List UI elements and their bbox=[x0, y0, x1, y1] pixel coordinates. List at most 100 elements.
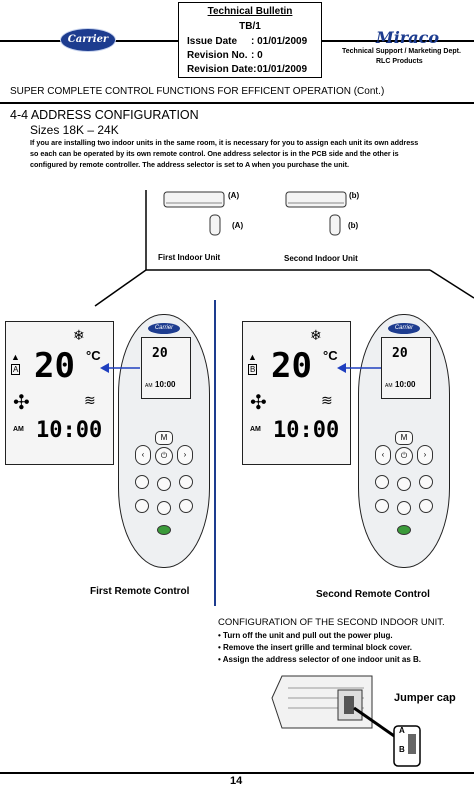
timer-button[interactable] bbox=[419, 475, 433, 489]
triangle-up-icon: ▲ bbox=[248, 352, 257, 362]
sleep-button[interactable] bbox=[135, 499, 149, 513]
first-remote-caption: First Remote Control bbox=[90, 586, 190, 597]
time-readout: 10:00 bbox=[36, 418, 103, 443]
config-step-1: • Turn off the unit and pull out the pow… bbox=[218, 631, 393, 640]
snowflake-icon: ❄ bbox=[310, 327, 322, 343]
fan-icon: ✣ bbox=[250, 392, 267, 414]
temperature-readout: 20 bbox=[34, 346, 75, 386]
swing-icon: ≋ bbox=[84, 392, 96, 408]
temperature-readout: 20 bbox=[271, 346, 312, 386]
snowflake-icon: ❄ bbox=[73, 327, 85, 343]
mini-am: AM bbox=[385, 383, 393, 389]
turbo-button[interactable] bbox=[157, 501, 171, 515]
remote-brand-badge: Carrier bbox=[148, 323, 180, 334]
mode-button[interactable]: M bbox=[395, 431, 413, 445]
fan-button[interactable] bbox=[375, 475, 389, 489]
page-number: 14 bbox=[230, 775, 243, 787]
unit-b-label: (b) bbox=[349, 191, 360, 200]
remote-a-label: (A) bbox=[232, 221, 244, 230]
left-remote: Carrier 20 AM 10:00 M ⏻ ‹ › bbox=[118, 314, 210, 568]
sizes-label: Sizes 18K – 24K bbox=[30, 123, 119, 137]
jumper-cap-label: Jumper cap bbox=[394, 692, 456, 704]
clock-button[interactable] bbox=[419, 499, 433, 513]
header-line-right bbox=[322, 40, 474, 42]
temp-down-button[interactable]: › bbox=[417, 445, 433, 465]
swing-button[interactable] bbox=[397, 477, 411, 491]
mini-temperature: 20 bbox=[392, 346, 408, 361]
address-letter: A bbox=[11, 364, 21, 375]
mode-button[interactable]: M bbox=[155, 431, 173, 445]
temp-down-button[interactable]: › bbox=[177, 445, 193, 465]
power-button[interactable]: ⏻ bbox=[395, 447, 413, 465]
miraco-logo: Miraco bbox=[376, 28, 439, 47]
right-remote: Carrier 20 AM 10:00 M ⏻ ‹ › bbox=[358, 314, 450, 568]
clock-button[interactable] bbox=[179, 499, 193, 513]
green-button[interactable] bbox=[397, 525, 411, 535]
green-button[interactable] bbox=[157, 525, 171, 535]
remote-brand-badge: Carrier bbox=[388, 323, 420, 334]
config-step-2: • Remove the insert grille and terminal … bbox=[218, 643, 412, 652]
config-title: CONFIGURATION OF THE SECOND INDOOR UNIT. bbox=[218, 617, 445, 628]
mini-temperature: 20 bbox=[152, 346, 168, 361]
second-unit-caption: Second Indoor Unit bbox=[284, 254, 358, 263]
revision-no-value: : 0 bbox=[251, 50, 263, 61]
center-divider bbox=[214, 300, 216, 606]
issue-date-label: Issue Date bbox=[187, 36, 238, 47]
body-line-3: configured by remote controller. The add… bbox=[30, 160, 349, 169]
dept-line-1: Technical Support / Marketing Dept. bbox=[342, 48, 461, 55]
revision-no-label: Revision No. bbox=[187, 50, 248, 61]
temp-up-button[interactable]: ‹ bbox=[375, 445, 391, 465]
fan-icon: ✣ bbox=[13, 392, 30, 414]
config-step-text: Turn off the unit and pull out the power… bbox=[223, 631, 393, 640]
mode-prefix: AM bbox=[250, 426, 261, 433]
temperature-unit: °C bbox=[86, 348, 101, 363]
carrier-logo: Carrier bbox=[60, 28, 116, 52]
address-letter: B bbox=[248, 364, 258, 375]
bulletin-box: Technical Bulletin TB/1 Issue Date : 01/… bbox=[178, 2, 322, 78]
sleep-button[interactable] bbox=[375, 499, 389, 513]
right-pointer-arrow bbox=[337, 363, 381, 373]
fan-button[interactable] bbox=[135, 475, 149, 489]
body-line-2: so each can be operated by its own remot… bbox=[30, 149, 399, 158]
right-lcd-zoom: ❄ ▲ B 20 °C ✣ ≋ AM 10:00 bbox=[242, 321, 351, 465]
jumper-a-label: A bbox=[399, 726, 405, 735]
left-lcd-zoom: ❄ ▲ A 20 °C ✣ ≋ AM 10:00 bbox=[5, 321, 114, 465]
mini-time: 10:00 bbox=[395, 380, 416, 389]
unit-a-label: (A) bbox=[228, 191, 240, 200]
room-diagram bbox=[94, 190, 474, 307]
remote-b-label: (b) bbox=[348, 221, 359, 230]
body-line-1: If you are installing two indoor units i… bbox=[30, 138, 419, 147]
remote-mini-lcd: 20 AM 10:00 bbox=[381, 337, 431, 399]
section-rule bbox=[0, 102, 474, 104]
config-step-3: • Assign the address selector of one ind… bbox=[218, 655, 421, 664]
issue-date-value: : 01/01/2009 bbox=[251, 36, 308, 47]
mini-time: 10:00 bbox=[155, 380, 176, 389]
swing-button[interactable] bbox=[157, 477, 171, 491]
time-readout: 10:00 bbox=[273, 418, 340, 443]
jumper-b-label: B bbox=[399, 745, 405, 754]
second-remote-caption: Second Remote Control bbox=[316, 589, 430, 600]
dept-line-2: RLC Products bbox=[376, 58, 423, 65]
left-pointer-arrow bbox=[100, 363, 140, 373]
timer-button[interactable] bbox=[179, 475, 193, 489]
config-step-text: Assign the address selector of one indoo… bbox=[222, 655, 421, 664]
bulletin-title: Technical Bulletin bbox=[207, 6, 293, 17]
footer-rule bbox=[0, 772, 474, 774]
swing-icon: ≋ bbox=[321, 392, 333, 408]
revision-date-value: 01/01/2009 bbox=[257, 64, 308, 75]
remote-mini-lcd: 20 AM 10:00 bbox=[141, 337, 191, 399]
power-button[interactable]: ⏻ bbox=[155, 447, 173, 465]
temperature-unit: °C bbox=[323, 348, 338, 363]
mode-prefix: AM bbox=[13, 426, 24, 433]
revision-date-label: Revision Date: bbox=[187, 64, 257, 75]
turbo-button[interactable] bbox=[397, 501, 411, 515]
bulletin-number: TB/1 bbox=[239, 21, 261, 32]
config-step-text: Remove the insert grille and terminal bl… bbox=[223, 643, 412, 652]
subsection-title: 4-4 ADDRESS CONFIGURATION bbox=[10, 108, 199, 122]
triangle-up-icon: ▲ bbox=[11, 352, 20, 362]
section-title: SUPER COMPLETE CONTROL FUNCTIONS FOR EFF… bbox=[10, 86, 385, 97]
temp-up-button[interactable]: ‹ bbox=[135, 445, 151, 465]
mini-am: AM bbox=[145, 383, 153, 389]
first-unit-caption: First Indoor Unit bbox=[158, 253, 221, 262]
jumper-diagram bbox=[271, 675, 421, 767]
